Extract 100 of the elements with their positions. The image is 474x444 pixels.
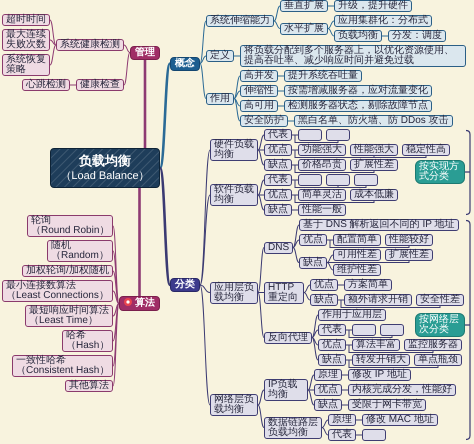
connector — [342, 404, 348, 406]
connector — [234, 98, 240, 106]
topic-label: 最小连接数算法 — [6, 281, 76, 291]
topic-label: 算法 — [135, 298, 155, 308]
subtopic: 监控服务器 — [404, 339, 462, 351]
main-topic: 分类 — [170, 278, 200, 292]
subtitle-label: （Consistent Hash） — [16, 366, 110, 376]
subtopic: 优点 — [318, 339, 346, 351]
subtopic: 方案简单 — [344, 279, 392, 291]
subtopic — [62, 330, 114, 352]
subtopic — [2, 280, 113, 302]
branch-connector — [158, 62, 172, 169]
connector — [292, 240, 300, 248]
connector — [322, 420, 328, 428]
subtopic: 数据链路层负载均衡 — [264, 416, 322, 438]
subtopic: DNS — [264, 242, 294, 254]
central-topic — [50, 148, 160, 188]
subtopic: 价格昂贵 — [298, 159, 346, 171]
main-topic: 管理 — [130, 46, 160, 60]
connector — [312, 337, 318, 360]
connector — [258, 194, 264, 210]
connector — [112, 303, 120, 386]
connector — [200, 284, 210, 293]
subtitle-label: （Least Connections） — [6, 291, 109, 301]
subtitle-label: （Least Time） — [29, 316, 99, 326]
blank-subtopic — [352, 324, 376, 336]
connector — [50, 20, 56, 46]
topic-label: 一致性哈希 — [16, 356, 66, 366]
subtopic: 代表 — [264, 129, 292, 141]
subtitle-label: （Round Robin） — [31, 226, 110, 236]
connector — [274, 20, 280, 29]
subtopic: IP负载均衡 — [264, 379, 308, 401]
connector — [342, 374, 348, 376]
connector — [200, 63, 206, 99]
connector — [200, 284, 210, 406]
connector — [304, 292, 310, 300]
connector — [346, 330, 392, 338]
subtopic: 负载均衡 — [334, 30, 382, 42]
subtopic: 系统恢复策略 — [2, 54, 50, 76]
subtopic: 内核完成分发，性能好 — [348, 384, 456, 396]
subtitle-label: （Load Balance） — [59, 169, 151, 183]
subtopic: 代表 — [318, 324, 346, 336]
subtopic: 性能较好 — [385, 234, 433, 246]
subtopic: 优点 — [264, 189, 292, 201]
branch-connector — [138, 188, 141, 296]
subtopic: 代表 — [328, 429, 356, 441]
subtopic: 水平扩展 — [280, 22, 328, 34]
subtopic: 缺点 — [314, 399, 342, 411]
connector — [328, 28, 334, 36]
branch-connector — [158, 167, 172, 286]
title-label: 负载均衡 — [78, 153, 132, 169]
connector — [326, 262, 334, 270]
connector — [292, 134, 338, 143]
subtopic: 缺点 — [264, 159, 292, 171]
subtopic: 安全性差 — [416, 294, 464, 306]
subtopic: 转发开销大 — [352, 354, 410, 366]
connector — [258, 150, 264, 166]
subtopic: 缺点 — [299, 256, 327, 268]
connector — [200, 194, 210, 286]
subtopic — [12, 355, 114, 377]
subtopic: 应用层负载均衡 — [210, 282, 258, 304]
connector — [292, 247, 300, 263]
connector — [292, 224, 300, 248]
connector — [304, 284, 310, 293]
subtopic: 高并发 — [240, 70, 278, 82]
subtopic: 算法丰富 — [352, 339, 400, 351]
subtopic: 作用 — [206, 92, 234, 104]
subtopic: 加权轮询/加权随机 — [22, 265, 113, 277]
connector — [328, 20, 334, 29]
blank-subtopic — [326, 174, 350, 186]
blank-subtopic — [326, 129, 350, 141]
connector — [326, 240, 410, 248]
subtopic: 性能一般 — [298, 204, 346, 216]
connector — [200, 150, 210, 286]
subtopic: 额外请求开销 — [344, 294, 412, 306]
connector — [124, 52, 130, 86]
blank-subtopic — [362, 429, 386, 441]
connector — [234, 98, 240, 122]
subtopic: 伸缩性 — [240, 85, 278, 97]
subtopic: 检测服务器状态，剔除故障节点 — [284, 100, 432, 112]
subtopic: 修改 MAC 地址 — [362, 414, 438, 426]
subtopic: 修改 IP 地址 — [348, 369, 411, 381]
subtopic: 缺点 — [310, 294, 338, 306]
subtopic: 缺点 — [264, 204, 292, 216]
subtitle-label: （Random） — [51, 251, 109, 261]
subtopic: 高可用 — [240, 100, 278, 112]
summary-topic: 按实现方式分类 — [415, 160, 465, 184]
subtopic: 缺点 — [318, 354, 346, 366]
subtopic — [25, 305, 113, 327]
connector — [200, 20, 206, 64]
connector — [258, 134, 264, 150]
subtopic: 优点 — [264, 144, 292, 156]
connector — [326, 254, 334, 263]
connector — [288, 120, 294, 122]
subtopic: 优点 — [310, 279, 338, 291]
subtopic: 软件负载均衡 — [210, 184, 258, 206]
branch-connector — [144, 60, 146, 148]
subtitle-label: （Hash） — [66, 341, 110, 351]
connector — [338, 284, 344, 286]
connector — [292, 194, 374, 203]
